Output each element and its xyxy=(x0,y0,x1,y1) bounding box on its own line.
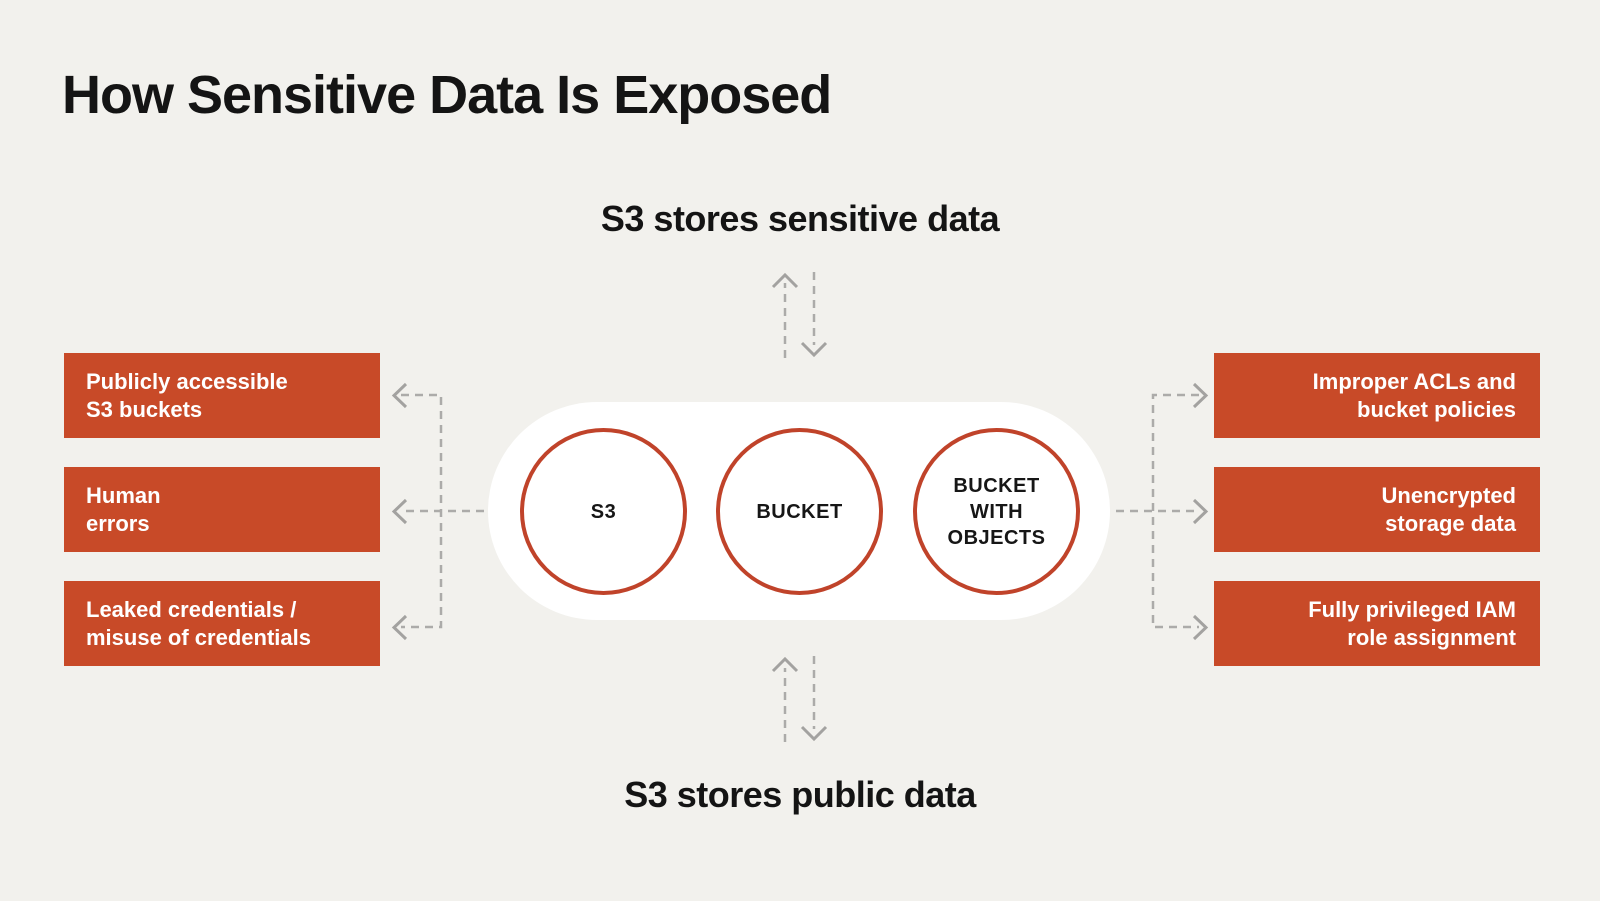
circle-label: BUCKET xyxy=(756,500,843,523)
cause-box-label: Publicly accessible S3 buckets xyxy=(86,369,288,422)
circle-bucket: BUCKET xyxy=(716,428,883,595)
cause-box-improper-acls: Improper ACLs and bucket policies xyxy=(1214,353,1540,438)
bottom-flow-arrows xyxy=(771,656,828,742)
arrowhead-top-up-icon xyxy=(771,272,799,289)
cause-box-label: Human errors xyxy=(86,483,161,536)
cause-box-leaked-credentials: Leaked credentials / misuse of credentia… xyxy=(64,581,380,666)
cause-box-label: Unencrypted storage data xyxy=(1381,483,1516,536)
cause-box-iam-role-assignment: Fully privileged IAM role assignment xyxy=(1214,581,1540,666)
arrowhead-right-top-icon xyxy=(1192,382,1209,409)
cause-box-label: Improper ACLs and bucket policies xyxy=(1312,369,1516,422)
label-s3-stores-public-data: S3 stores public data xyxy=(624,774,976,815)
right-connector xyxy=(1116,382,1209,641)
label-s3-stores-sensitive-data: S3 stores sensitive data xyxy=(600,198,1000,239)
arrowhead-left-middle-icon xyxy=(391,498,408,525)
top-flow-arrows xyxy=(771,272,828,358)
left-connector xyxy=(391,382,484,641)
arrowhead-left-top-icon xyxy=(391,382,408,409)
circle-label: BUCKET WITH OBJECTS xyxy=(947,474,1046,549)
circle-bucket-with-objects: BUCKET WITH OBJECTS xyxy=(913,428,1080,595)
cause-box-label: Fully privileged IAM role assignment xyxy=(1308,597,1516,650)
cause-box-unencrypted-storage: Unencrypted storage data xyxy=(1214,467,1540,552)
arrowhead-right-bottom-icon xyxy=(1192,614,1209,641)
circle-label: S3 xyxy=(590,500,617,523)
cause-box-label: Leaked credentials / misuse of credentia… xyxy=(86,597,311,650)
arrowhead-bottom-up-icon xyxy=(771,656,799,673)
page-title: How Sensitive Data Is Exposed xyxy=(62,65,832,125)
circle-s3: S3 xyxy=(520,428,687,595)
cause-box-human-errors: Human errors xyxy=(64,467,380,552)
arrowhead-bottom-down-icon xyxy=(800,725,828,742)
arrowhead-left-bottom-icon xyxy=(391,614,408,641)
cause-box-publicly-accessible-buckets: Publicly accessible S3 buckets xyxy=(64,353,380,438)
arrowhead-top-down-icon xyxy=(800,341,828,358)
arrowhead-right-middle-icon xyxy=(1192,498,1209,525)
